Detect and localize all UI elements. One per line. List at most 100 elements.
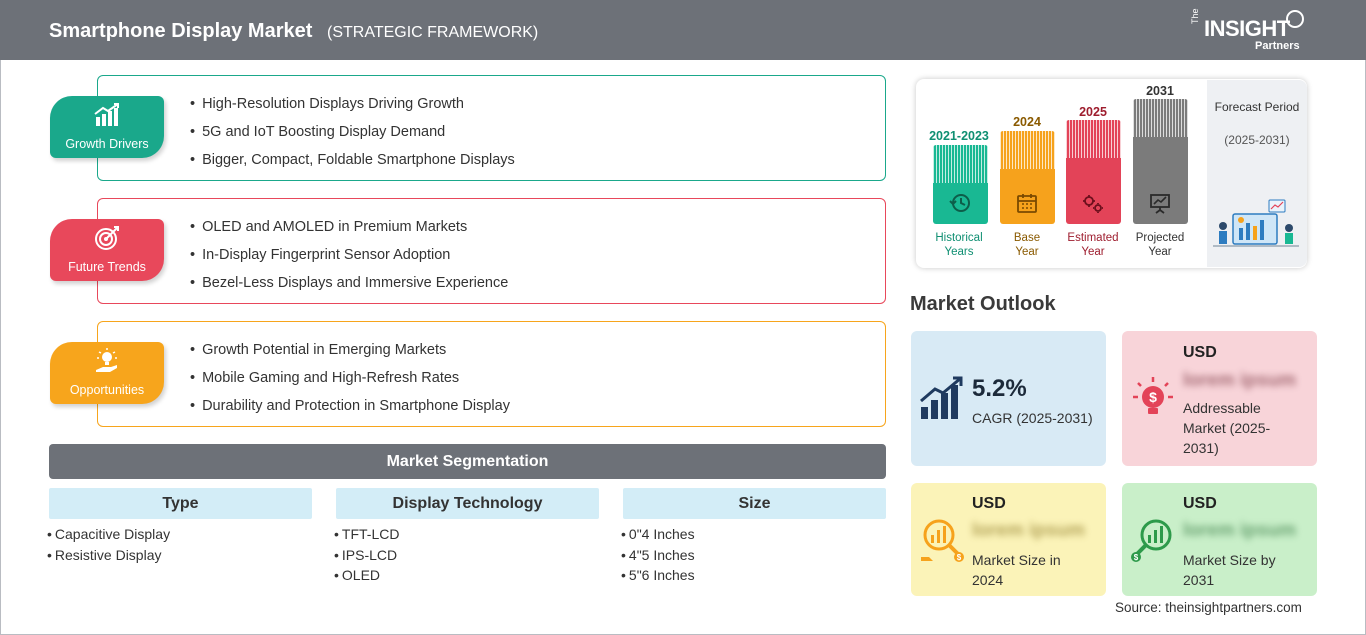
logo-main-text: INSIGHT (1204, 16, 1290, 41)
target-icon (95, 226, 119, 250)
bar-stripes (933, 145, 988, 183)
page-subtitle: (STRATEGIC FRAMEWORK) (327, 24, 539, 41)
timeline-year-projected: 2031 (1146, 84, 1174, 98)
growth-drivers-box: High-Resolution Displays Driving Growth … (97, 75, 886, 181)
bar-stripes (1000, 131, 1055, 169)
forecast-range: (2025-2031) (1224, 133, 1290, 147)
list-item: IPS-LCD (334, 547, 399, 568)
logo-ring-icon (1286, 10, 1304, 28)
future-trends-box: OLED and AMOLED in Premium Markets In-Di… (97, 198, 886, 304)
cagr-value: 5.2% (972, 375, 1027, 402)
list-item: OLED (334, 567, 399, 588)
growth-chart-icon (920, 376, 963, 419)
timeline-year-historical: 2021-2023 (929, 129, 989, 143)
list-item: Bezel-Less Displays and Immersive Experi… (190, 275, 508, 303)
timeline-year-base: 2024 (1013, 115, 1041, 129)
addressable-caption: Addressable Market (2025-2031) (1183, 400, 1271, 456)
magnifier-chart-icon: $ (921, 519, 964, 562)
market-size-2031-card: $ USD lorem ipsum Market Size by 2031 (1122, 483, 1317, 596)
segment-head-display-technology: Display Technology (336, 488, 599, 519)
list-item: OLED and AMOLED in Premium Markets (190, 219, 508, 247)
header-bar: Smartphone Display Market (STRATEGIC FRA… (0, 0, 1366, 60)
market-size-2024-value-blurred: lorem ipsum (972, 520, 1085, 541)
timeline-bar-historical (933, 145, 988, 224)
forecast-title: Forecast Period (1214, 100, 1300, 114)
addressable-market-card: $ USD lorem ipsum Addressable Market (20… (1122, 331, 1317, 466)
bar-stripes (1133, 99, 1188, 137)
svg-text:$: $ (1149, 389, 1157, 405)
timeline-bar-projected (1133, 99, 1188, 224)
timeline-year-estimated: 2025 (1079, 105, 1107, 119)
history-icon (949, 194, 970, 212)
timeline-bar-base (1000, 131, 1055, 224)
timeline-bar-estimated (1066, 120, 1121, 224)
list-item: Mobile Gaming and High-Refresh Rates (190, 370, 510, 398)
market-size-2024-usd: USD (972, 495, 1006, 512)
lightbulb-hand-icon (96, 348, 117, 372)
market-size-2024-card: $ USD lorem ipsum Market Size in 2024 (911, 483, 1106, 596)
caption-line: Years (944, 246, 974, 258)
cagr-caption: CAGR (2025-2031) (972, 410, 1093, 426)
market-outlook-title: Market Outlook (910, 293, 1056, 315)
segmentation-title: Market Segmentation (49, 444, 886, 479)
list-item: 0"4 Inches (621, 526, 695, 547)
calendar-icon (1017, 194, 1037, 213)
gears-icon (1083, 195, 1103, 213)
addressable-usd: USD (1183, 344, 1217, 361)
list-item: Durability and Protection in Smartphone … (190, 398, 510, 426)
svg-text:$: $ (1134, 553, 1139, 562)
logo-the-text: The (1190, 8, 1200, 24)
list-item: High-Resolution Displays Driving Growth (190, 96, 515, 124)
future-trends-label: Future Trends (68, 260, 146, 274)
cagr-card: 5.2% CAGR (2025-2031) (911, 331, 1106, 466)
growth-drivers-label: Growth Drivers (65, 137, 149, 151)
segment-list-size: 0"4 Inches 4"5 Inches 5"6 Inches (621, 526, 695, 588)
list-item: TFT-LCD (334, 526, 400, 547)
market-size-2031-value-blurred: lorem ipsum (1183, 520, 1296, 541)
segment-list-type: Capacitive Display Resistive Display (47, 526, 170, 567)
list-item: Capacitive Display (47, 526, 170, 547)
presentation-icon (1150, 194, 1170, 214)
future-trends-badge: Future Trends (50, 219, 164, 281)
list-item: In-Display Fingerprint Sensor Adoption (190, 247, 508, 275)
growth-chart-icon (94, 103, 119, 126)
caption-line: Year (1148, 246, 1172, 258)
caption-line: Historical (935, 232, 983, 244)
opportunities-list: Growth Potential in Emerging Markets Mob… (190, 342, 510, 426)
market-size-2031-caption: Market Size by 2031 (1183, 552, 1276, 588)
list-item: Bigger, Compact, Foldable Smartphone Dis… (190, 152, 515, 180)
opportunities-label: Opportunities (69, 383, 145, 397)
list-item: 4"5 Inches (621, 547, 695, 568)
opportunities-box: Growth Potential in Emerging Markets Mob… (97, 321, 886, 427)
source-note: Source: theinsightpartners.com (1115, 600, 1302, 615)
lightbulb-dollar-icon: $ (1133, 377, 1173, 414)
page-title: Smartphone Display Market (49, 20, 313, 42)
magnifier-chart-icon: $ (1131, 519, 1172, 562)
segment-list-display-technology: TFT-LCD IPS-LCD OLED (334, 526, 400, 588)
caption-line: Year (1015, 246, 1039, 258)
market-size-2024-caption: Market Size in 2024 (972, 552, 1061, 588)
market-size-2031-usd: USD (1183, 495, 1217, 512)
logo-partners-text: Partners (1255, 40, 1300, 52)
timeline-caption-historical: Historical Years (919, 231, 999, 259)
bar-stripes (1066, 120, 1121, 158)
timeline-caption-projected: Projected Year (1120, 231, 1200, 259)
segment-head-type: Type (49, 488, 312, 519)
growth-drivers-list: High-Resolution Displays Driving Growth … (190, 96, 515, 180)
svg-text:$: $ (957, 553, 962, 562)
caption-line: Year (1081, 246, 1105, 258)
future-trends-list: OLED and AMOLED in Premium Markets In-Di… (190, 219, 508, 303)
segment-head-size: Size (623, 488, 886, 519)
caption-line: Base (1013, 232, 1041, 244)
list-item: Resistive Display (47, 547, 170, 568)
analytics-team-icon (1213, 199, 1299, 247)
caption-line: Estimated (1067, 232, 1119, 244)
list-item: Growth Potential in Emerging Markets (190, 342, 510, 370)
insight-partners-logo: The INSIGHT Partners (1190, 8, 1310, 54)
timeline-caption-base: Base Year (987, 231, 1067, 259)
opportunities-badge: Opportunities (50, 342, 164, 404)
caption-line: Projected (1135, 232, 1185, 244)
growth-drivers-badge: Growth Drivers (50, 96, 164, 158)
list-item: 5G and IoT Boosting Display Demand (190, 124, 515, 152)
timeline-caption-estimated: Estimated Year (1053, 231, 1133, 259)
